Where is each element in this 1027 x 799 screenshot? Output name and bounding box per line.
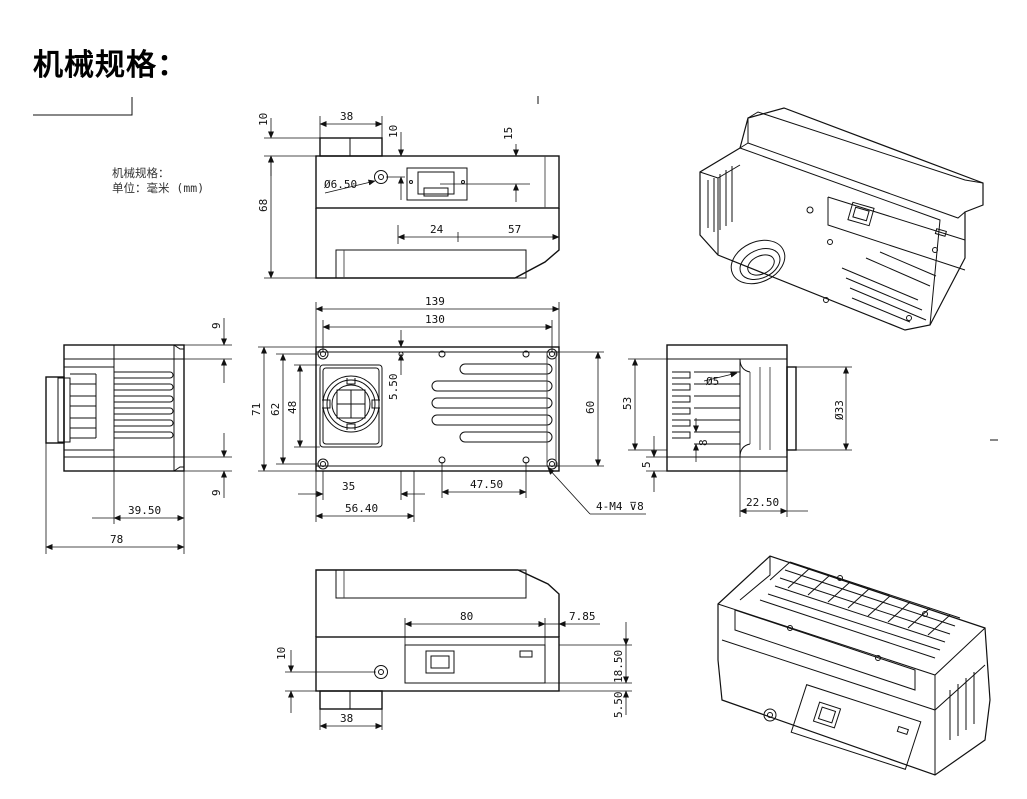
dim-front-offset-550: 5.50 xyxy=(387,374,400,401)
dim-bottom-785: 7.85 xyxy=(569,610,596,623)
dim-front-height-60: 60 xyxy=(584,401,597,414)
dim-top-57: 57 xyxy=(508,223,521,236)
isometric-view-rear xyxy=(699,107,984,331)
dim-top-width-38: 38 xyxy=(340,110,353,123)
dim-bottom-80: 80 xyxy=(460,610,473,623)
left-side-dimensions: 9 9 39.50 78 xyxy=(45,318,232,554)
dim-right-height-53: 53 xyxy=(621,397,634,410)
dim-front-height-71: 71 xyxy=(250,403,263,416)
dim-right-2250: 22.50 xyxy=(746,496,779,509)
dim-front-width-139: 139 xyxy=(425,295,445,308)
dim-right-diameter-33: Ø33 xyxy=(833,400,846,420)
frame-corner-mark xyxy=(33,97,133,116)
bottom-view-dimensions: 80 7.85 10 18.50 5.50 38 xyxy=(275,610,632,730)
front-view-dimensions: 139 130 71 62 48 5.50 60 35 56.40 47.50 … xyxy=(250,295,646,522)
left-side-fins xyxy=(70,344,184,472)
right-side-view xyxy=(666,344,797,472)
dim-top-offset-15: 15 xyxy=(502,127,515,140)
dim-bottom-38: 38 xyxy=(340,712,353,725)
dim-front-4750: 47.50 xyxy=(470,478,503,491)
note-line-1: 机械规格： xyxy=(112,166,170,180)
dim-bottom-550: 5.50 xyxy=(612,692,625,719)
dim-bottom-10: 10 xyxy=(275,647,288,660)
dim-right-hole-5: Ø5 xyxy=(706,375,719,388)
dim-front-5640: 56.40 xyxy=(345,502,378,515)
dim-top-height-68: 68 xyxy=(257,199,270,212)
top-view xyxy=(315,137,560,279)
front-view xyxy=(315,346,560,472)
dim-front-height-62: 62 xyxy=(269,403,282,416)
note-line-2: 单位：毫米 (mm) xyxy=(112,181,205,195)
dim-top-height-10: 10 xyxy=(257,113,270,126)
dim-left-78: 78 xyxy=(110,533,123,546)
dim-top-hole-diameter: Ø6.50 xyxy=(324,178,357,191)
dim-top-24: 24 xyxy=(430,223,444,236)
isometric-view-front xyxy=(717,555,991,776)
right-side-dimensions: Ø5 53 Ø33 8 5 22.50 xyxy=(621,358,852,517)
page-title: 机械规格： xyxy=(33,48,188,83)
dim-right-8: 8 xyxy=(697,439,710,446)
bottom-view xyxy=(315,569,560,710)
dim-top-offset-10: 10 xyxy=(387,125,400,138)
units-note: 机械规格： 单位：毫米 (mm) xyxy=(112,166,204,196)
dim-right-5: 5 xyxy=(640,461,653,468)
dim-bottom-1850: 18.50 xyxy=(612,650,625,683)
top-view-dimensions: 38 10 10 15 68 Ø6.50 24 57 xyxy=(257,110,560,279)
dim-left-9-top: 9 xyxy=(210,322,223,329)
dim-front-width-130: 130 xyxy=(425,313,445,326)
dim-left-9-bottom: 9 xyxy=(210,489,223,496)
dim-left-3950: 39.50 xyxy=(128,504,161,517)
dim-front-35: 35 xyxy=(342,480,355,493)
dim-front-m4-callout: 4-M4 ⊽8 xyxy=(596,500,644,513)
dim-front-height-48: 48 xyxy=(286,401,299,414)
